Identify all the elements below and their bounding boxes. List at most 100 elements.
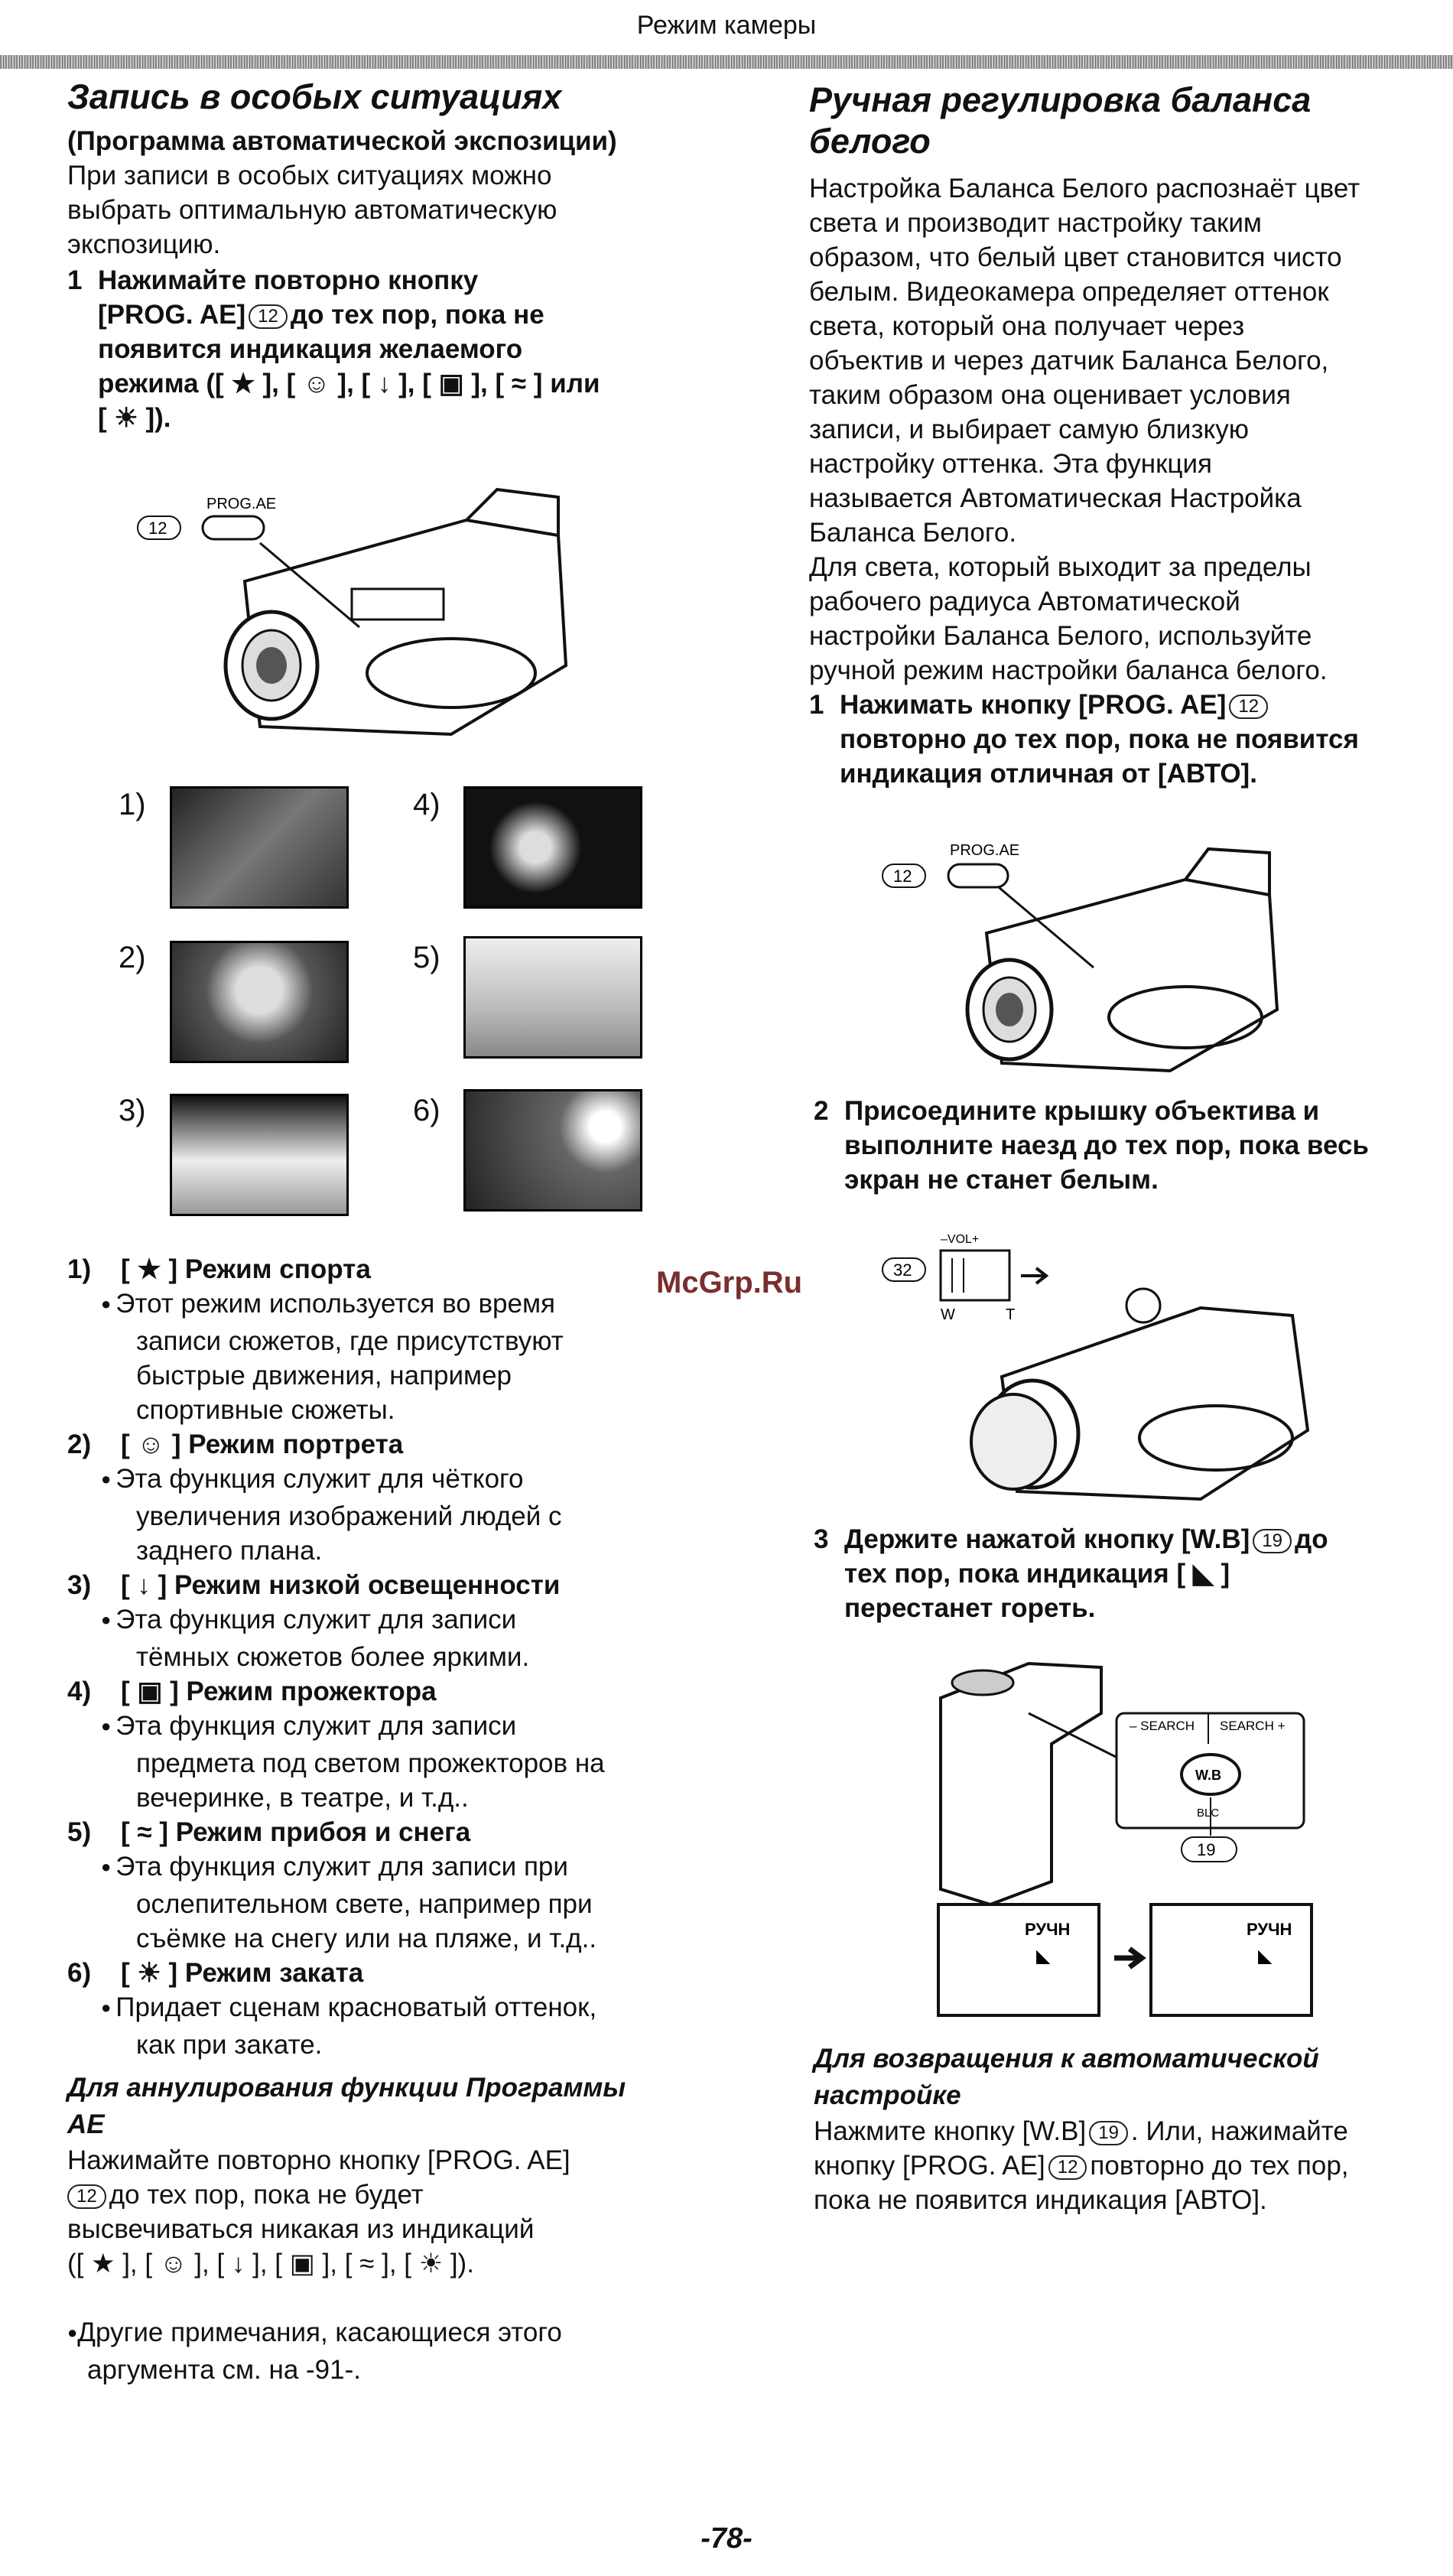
thumb-label: 3): [119, 1094, 146, 1127]
thumb-low-light: [170, 1094, 349, 1216]
ref-badge-label: 12: [893, 867, 912, 886]
mode-number: 4): [67, 1677, 92, 1706]
search-right-label: SEARCH +: [1220, 1719, 1286, 1733]
step-text: Нажимать кнопку [PROG. AE]12 повторно до…: [840, 688, 1359, 791]
return-text-part: Нажмите кнопку [W.B]: [814, 2116, 1087, 2146]
step-number: 1: [809, 690, 824, 720]
ref-badge: 19: [1253, 1528, 1292, 1553]
left-section-title: Запись в особых ситуациях: [67, 77, 562, 116]
mode-desc-line: записи сюжетов, где присутствуют: [136, 1326, 564, 1356]
step-line: Нажимать кнопку [PROG. AE]12: [840, 688, 1359, 722]
note-text: Другие примечания, касающиеся этого: [77, 2317, 562, 2347]
prog-ae-button: [947, 863, 1009, 889]
step-line: Нажимайте повторно кнопку: [98, 265, 479, 295]
page-number: -78-: [700, 2522, 753, 2555]
thumb-spotlight: [463, 786, 642, 909]
ref-badge-label: 32: [893, 1260, 912, 1280]
step-number: 3: [814, 1524, 829, 1554]
mode-desc-line: съёмке на снегу или на пляже, и т.д..: [136, 1924, 597, 1953]
wb-blinking-icon: ◣: [1036, 1946, 1051, 1966]
mode-heading: [ ☀ ] Режим заката: [121, 1958, 364, 1988]
prog-ae-label: PROG.AE: [950, 842, 1019, 859]
para-line: настройки Баланса Белого, используйте: [809, 621, 1312, 651]
left-column: Запись в особых ситуациях (Программа авт…: [67, 76, 740, 435]
return-line: пока не появится индикация [АВТО].: [814, 2185, 1267, 2215]
cancel-text-line: Нажимайте повторно кнопку [PROG. AE]: [67, 2145, 570, 2175]
ref-badge: [137, 516, 181, 540]
mode-desc-line: вечеринке, в театре, и т.д..: [136, 1783, 469, 1813]
para-line: образом, что белый цвет становится чисто: [809, 242, 1342, 272]
note-line: ●Другие примечания, касающиеся этого: [67, 2317, 562, 2347]
right-para-2: Для света, который выходит за пределы ра…: [809, 550, 1436, 688]
blc-label: BLC: [1197, 1807, 1219, 1820]
para-line: записи, и выбирает самую близкую: [809, 415, 1249, 444]
return-text-part: повторно до тех пор,: [1090, 2151, 1349, 2181]
camera-side-illustration: [939, 1661, 1121, 1907]
step-line: экран не станет белым.: [844, 1165, 1159, 1195]
return-text-part: . Или, нажимайте: [1130, 2116, 1348, 2146]
display-label: РУЧН: [1025, 1920, 1070, 1939]
thumb-label: 2): [119, 941, 146, 974]
para-line: таким образом она оценивает условия: [809, 380, 1291, 410]
para-line: ручной режим настройки баланса белого.: [809, 655, 1328, 685]
mode-desc-line: Придает сценам красноватый оттенок,: [67, 1990, 725, 2028]
right-step-1: 1 Нажимать кнопку [PROG. AE]12 повторно …: [809, 688, 1436, 791]
camera-illustration: [965, 847, 1279, 1073]
watermark: McGrp.Ru: [656, 1266, 803, 1299]
prog-ae-label: PROG.AE: [206, 496, 276, 512]
mode-desc-line: быстрые движения, например: [136, 1361, 512, 1390]
ref-badge: 12: [1229, 694, 1269, 719]
return-line: Нажмите кнопку [W.B]19. Или, нажимайте: [814, 2114, 1441, 2148]
lens-cap: [970, 1393, 1057, 1491]
wb-button-label: W.B: [1195, 1768, 1221, 1783]
arrow-right-icon: [1114, 1947, 1146, 1969]
mode-desc-line: ослепительном свете, например при: [136, 1889, 593, 1919]
ref-badge-label: 19: [1197, 1840, 1215, 1859]
cancel-heading: AE: [67, 2109, 105, 2139]
cancel-text-line: высвечиваться никакая из индикаций: [67, 2214, 535, 2244]
header-divider: [0, 55, 1453, 69]
mode-desc-line: увеличения изображений людей с: [136, 1501, 562, 1531]
ref-badge: 12: [67, 2184, 106, 2209]
zoom-t-label: T: [1006, 1306, 1015, 1323]
step-number: 1: [67, 265, 83, 295]
step-row: 2 Присоедините крышку объектива и выполн…: [814, 1094, 1433, 1197]
thumb-sports: [170, 786, 349, 909]
note-line: аргумента см. на -91-.: [87, 2355, 361, 2385]
mode-heading: [ ↓ ] Режим низкой освещенности: [121, 1570, 561, 1600]
step-line-part: до тех пор, пока не: [290, 300, 544, 330]
cancel-section: Для аннулирования функции Программы AE Н…: [67, 2070, 725, 2281]
thumb-surf-snow: [463, 936, 642, 1059]
arrow-right-icon: [1021, 1267, 1049, 1285]
mode-desc-line: как при закате.: [136, 2030, 323, 2060]
para-line: называется Автоматическая Настройка: [809, 483, 1302, 513]
right-section-title: белого: [809, 122, 931, 161]
step-line: выполните наезд до тех пор, пока весь: [844, 1130, 1369, 1160]
mode-heading: [ ▣ ] Режим прожектора: [121, 1677, 437, 1706]
mode-desc-line: спортивные сюжеты.: [136, 1395, 395, 1425]
para-line: настройку оттенка. Эта функция: [809, 449, 1212, 479]
step-number: 2: [814, 1096, 829, 1126]
mode-number: 1): [67, 1254, 92, 1284]
search-left-label: – SEARCH: [1130, 1719, 1195, 1733]
intro-line: выбрать оптимальную автоматическую: [67, 195, 557, 225]
camera-figure-zoom: 32 –VOL+ W T: [882, 1233, 1310, 1501]
left-section-subtitle: (Программа автоматической экспозиции): [67, 126, 617, 156]
step-line: появится индикация желаемого: [98, 334, 523, 364]
display-label: РУЧН: [1247, 1920, 1292, 1939]
mode-desc-line: заднего плана.: [136, 1536, 323, 1566]
para-line: Для света, который выходит за пределы: [809, 552, 1312, 582]
wb-icon: ◣: [1258, 1946, 1273, 1966]
step-line: режима ([ ★ ], [ ☺ ], [ ↓ ], [ ▣ ], [ ≈ …: [98, 369, 600, 398]
wb-button: [1180, 1753, 1241, 1796]
camera-illustration: [970, 1287, 1310, 1501]
step-line: тех пор, пока индикация [ ◣ ]: [844, 1559, 1230, 1589]
ref-badge: [882, 864, 926, 888]
note-section: ●Другие примечания, касающиеся этого арг…: [67, 2315, 725, 2387]
para-line: Баланса Белого.: [809, 518, 1017, 548]
